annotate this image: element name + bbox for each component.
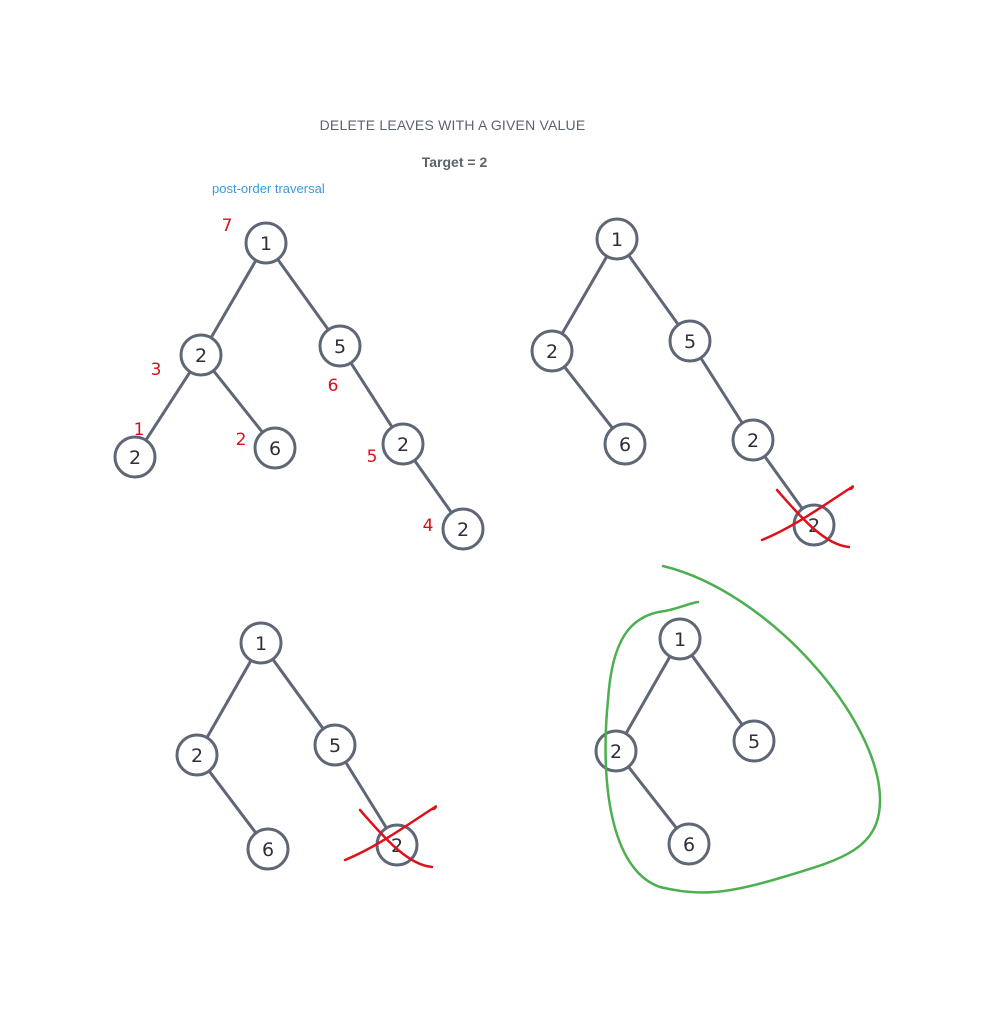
tree-node-deleted: 2 [760,485,855,549]
tree-edge [626,765,679,830]
tree-node: 5 [313,723,357,767]
node-value: 6 [619,434,631,456]
node-value: 2 [457,519,469,541]
traversal-order-label: 6 [328,376,339,396]
tree-edge [209,258,258,340]
node-circle [381,422,425,466]
node-value: 5 [748,731,760,753]
tree-edge [627,253,680,327]
result-highlight-outline [604,564,882,894]
tree-node-deleted: 2 [343,805,438,869]
node-value: 6 [683,834,695,856]
tree-edge [207,769,258,835]
tree-node: 5 [668,319,712,363]
tree-node: 2 [530,329,574,373]
node-value: 5 [684,331,696,353]
tree-result: 1 2 5 6 [594,617,776,866]
node-value: 1 [674,629,686,651]
tree-node: 5 [318,324,362,368]
node-circle [731,418,775,462]
node-circle [253,426,297,470]
traversal-order-label: 3 [151,360,162,380]
node-circle [113,435,157,479]
node-value: 1 [260,233,272,255]
node-circle [595,217,639,261]
tree-node: 6 [667,822,711,866]
target-value: Target = 2 [421,154,488,170]
tree-node: 2 [179,333,223,377]
node-circle [732,719,776,763]
node-value: 1 [611,229,623,251]
node-circle [530,329,574,373]
tree-node: 2 [113,435,157,479]
tree-edge [144,370,192,442]
tree-node: 6 [246,827,290,871]
traversal-order-label: 2 [236,430,247,450]
node-value: 2 [195,345,207,367]
tree-edge [699,356,744,425]
node-circle [244,221,288,265]
traversal-order-label: 5 [367,447,378,467]
tree-node: 2 [381,422,425,466]
tree-edge [763,454,804,511]
tree-edge [205,658,253,740]
tree-edge [560,254,609,336]
tree-node: 2 [175,733,219,777]
tree-edge [276,257,330,332]
node-circle [179,333,223,377]
tree-edge [690,653,744,727]
delete-cross-mark [358,808,434,869]
delete-cross-mark [775,488,851,549]
traversal-order-label: 4 [423,516,434,536]
tree-node: 6 [253,426,297,470]
tree-edge [344,760,388,830]
node-value: 5 [334,336,346,358]
node-value: 5 [329,735,341,757]
node-circle [667,822,711,866]
node-circle [603,422,647,466]
node-circle [239,621,283,665]
tree-edge [211,369,265,434]
traversal-order-label: 7 [222,216,233,236]
node-value: 2 [747,430,759,452]
node-value: 1 [255,633,267,655]
node-value: 2 [397,434,409,456]
tree-step-1: 1 2 5 6 2 2 [530,217,855,549]
node-value: 6 [269,438,281,460]
traversal-note: post-order traversal [212,181,325,196]
node-value: 2 [610,741,622,763]
tree-node: 1 [239,621,283,665]
node-circle [246,827,290,871]
delete-cross-mark [760,485,855,542]
page-title: DELETE LEAVES WITH A GIVEN VALUE [319,117,586,133]
node-circle [318,324,362,368]
tree-edge [562,365,615,430]
tree-edge [624,654,672,736]
node-value: 2 [191,745,203,767]
node-value: 2 [129,447,141,469]
delete-cross-mark [343,805,438,862]
node-circle [658,617,702,661]
tree-node: 2 [594,729,638,773]
tree-node: 1 [244,221,288,265]
tree-edge [349,361,394,429]
node-circle [175,733,219,777]
tree-node: 2 [731,418,775,462]
node-value: 6 [262,839,274,861]
tree-node: 2 [441,507,485,551]
node-circle [441,507,485,551]
tree-node: 6 [603,422,647,466]
tree-node: 1 [658,617,702,661]
tree-edge [271,657,325,731]
tree-node: 1 [595,217,639,261]
node-value: 2 [546,341,558,363]
tree-edge [413,458,453,515]
tree-node: 5 [732,719,776,763]
node-circle [668,319,712,363]
traversal-order-label: 1 [134,420,145,440]
node-circle [313,723,357,767]
tree-step-2: 1 2 5 6 2 [175,621,438,871]
